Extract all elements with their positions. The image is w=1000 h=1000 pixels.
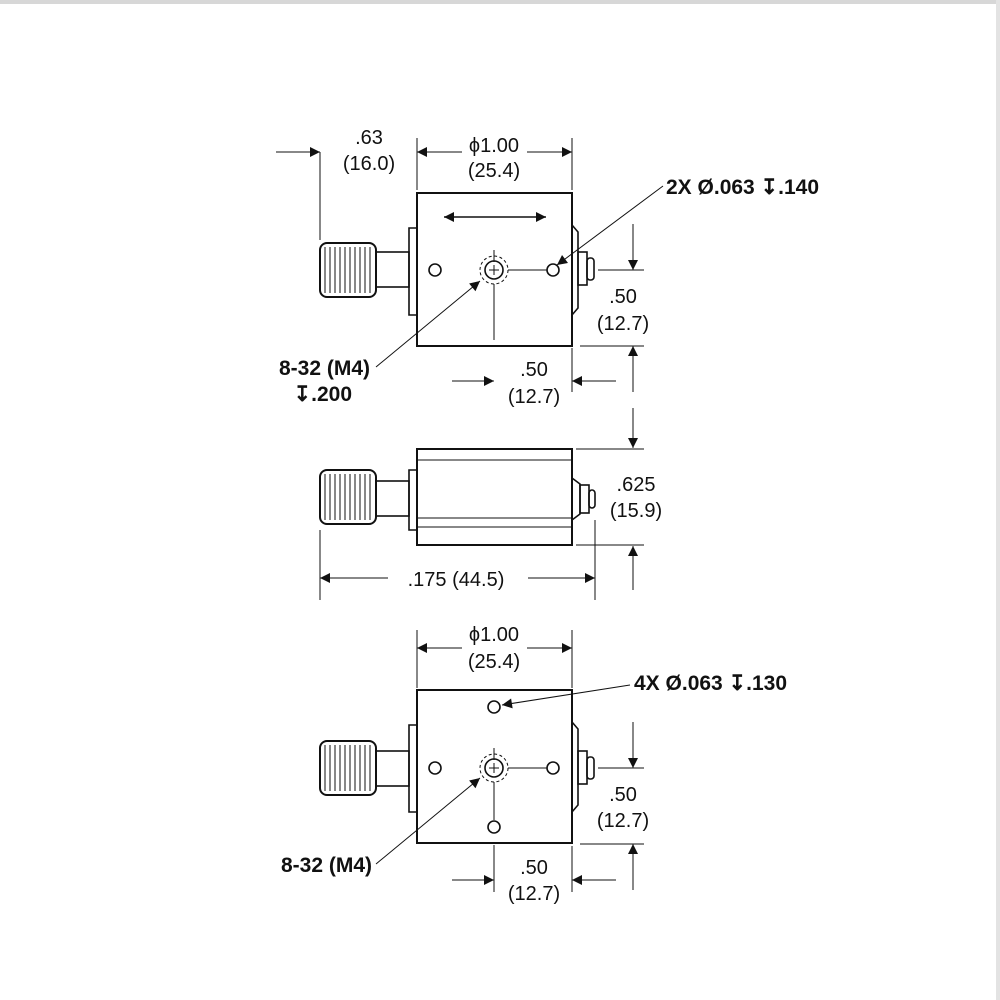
top-view-left-flange <box>408 227 417 316</box>
side-view-plunger <box>588 489 596 509</box>
bottom-offset-dim-inch: .50 <box>609 784 637 806</box>
bottom-view-stem <box>375 750 410 787</box>
top-hole-note: 2X Ø.063 ↧.140 <box>666 176 819 199</box>
bottom-bottom-dim-inch: .50 <box>520 857 548 879</box>
top-bottom-dim-inch: .50 <box>520 359 548 381</box>
bottom-hole-note: 4X Ø.063 ↧.130 <box>634 672 787 695</box>
bottom-offset-dim-mm: (12.7) <box>597 810 649 832</box>
top-view: ϕ1.00 (25.4) .63 (16.0) 2X Ø.063 ↧.140 8… <box>276 127 819 408</box>
window-top-border <box>0 0 1000 4</box>
side-view: .625 (15.9) .175 (44.5) <box>319 408 662 600</box>
hole-note-leader <box>556 185 664 266</box>
side-view-body <box>416 448 573 546</box>
bottom-view: ϕ1.00 (25.4) 4X Ø.063 ↧.130 8-32 (M4) .5… <box>281 624 787 905</box>
top-width-dim-inch: ϕ1.00 <box>469 135 519 157</box>
bottom-hole-top <box>487 700 501 714</box>
side-view-stem <box>375 480 410 517</box>
side-height-dim-inch: .625 <box>617 474 656 496</box>
bottom-view-knob <box>319 740 377 796</box>
top-view-knob <box>319 242 377 298</box>
top-offset-dim-inch: .50 <box>609 286 637 308</box>
top-offset-dim-mm: (12.7) <box>597 313 649 335</box>
bottom-hole-bottom <box>487 820 501 834</box>
top-knob-dim-mm: (16.0) <box>343 153 395 175</box>
top-width-dim-mm: (25.4) <box>468 160 520 182</box>
top-thread-note-1: 8-32 (M4) <box>279 357 370 380</box>
top-thread-note-2: ↧.200 <box>294 383 352 406</box>
bottom-thread-note: 8-32 (M4) <box>281 854 372 877</box>
thread-note-leader <box>375 280 481 368</box>
bottom-width-dim-inch: ϕ1.00 <box>469 624 519 646</box>
top-view-plunger-tip <box>586 257 595 281</box>
mount-hole-left <box>428 263 442 277</box>
top-view-stem <box>375 251 410 288</box>
side-height-dim-mm: (15.9) <box>610 500 662 522</box>
bottom-view-plunger <box>586 756 595 780</box>
side-length-dim: .175 (44.5) <box>408 569 505 591</box>
side-view-knob <box>319 469 377 525</box>
top-bottom-dim-mm: (12.7) <box>508 386 560 408</box>
bottom-hole-left <box>428 761 442 775</box>
window-right-border <box>996 0 1000 1000</box>
bottom-width-dim-mm: (25.4) <box>468 651 520 673</box>
top-knob-dim-inch: .63 <box>355 127 383 149</box>
bottom-thread-note-leader <box>375 777 481 865</box>
bottom-hole-note-leader <box>501 684 631 709</box>
top-view-plunger <box>577 251 588 286</box>
bottom-bottom-dim-mm: (12.7) <box>508 883 560 905</box>
